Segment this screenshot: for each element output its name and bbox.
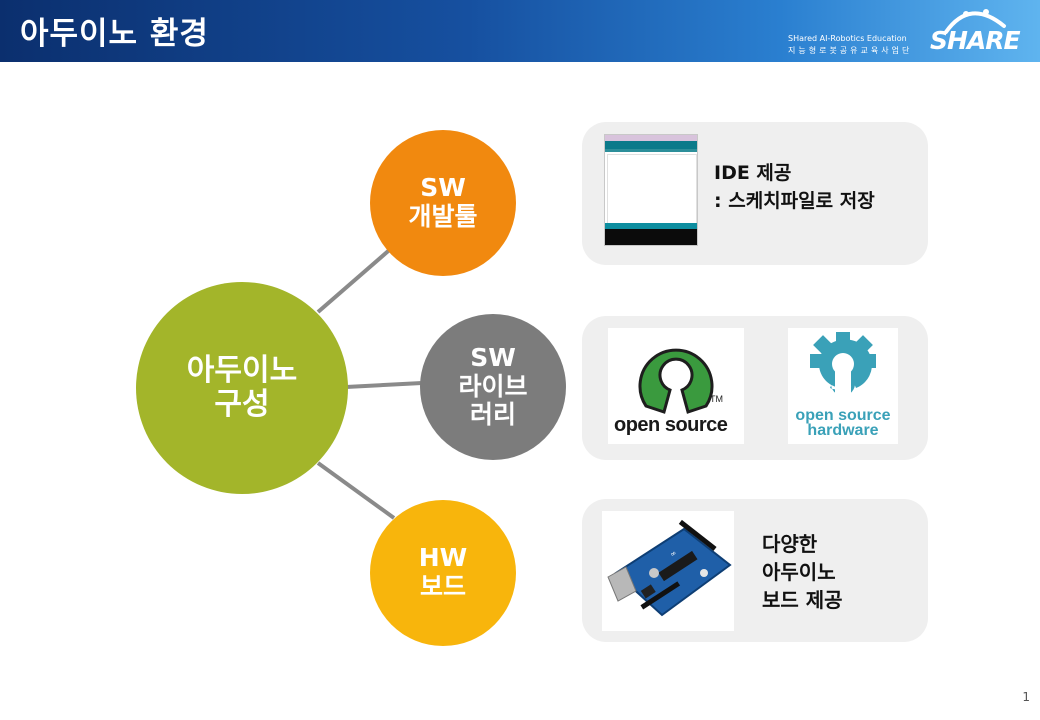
node-sw-lib-line2: 라이브 — [458, 371, 528, 401]
library-panel: TM open source open source hardware — [582, 316, 928, 460]
header-bar: 아두이노 환경 SHared AI-Robotics Education 지능형… — [0, 0, 1040, 62]
node-sw-lib-line3: 러리 — [469, 400, 516, 430]
node-hw-board: HW 보드 — [370, 500, 516, 646]
robot-arm-icon — [944, 9, 1006, 34]
connector-sw-dev — [316, 244, 396, 314]
center-node-arduino: 아두이노 구성 — [136, 282, 348, 494]
node-sw-library: SW 라이브 러리 — [420, 314, 566, 460]
board-panel: ∞ 다양한 아두이노 보드 제공 — [582, 499, 928, 642]
arduino-uno-board-image-icon: ∞ — [602, 511, 734, 631]
share-logo-text: SHARE — [930, 26, 1021, 55]
ide-description: IDE 제공 : 스케치파일로 저장 — [714, 160, 875, 215]
page-number: 1 — [1022, 690, 1030, 704]
board-line1: 다양한 — [762, 532, 818, 556]
ide-panel: IDE 제공 : 스케치파일로 저장 — [582, 122, 928, 265]
node-sw-dev-line2: 개발툴 — [408, 202, 478, 231]
node-sw-dev-tool: SW 개발툴 — [370, 130, 516, 276]
oshw-line2: hardware — [807, 422, 879, 440]
connector-sw-lib — [345, 381, 423, 389]
osi-trademark: TM — [710, 394, 723, 404]
open-source-initiative-logo-icon: TM open source — [608, 328, 744, 444]
board-line3: 보드 제공 — [762, 588, 843, 612]
node-hw-line1: HW — [418, 543, 468, 573]
open-source-hardware-gear-logo-icon: open source hardware — [788, 328, 898, 444]
osi-text: open source — [614, 414, 728, 436]
ide-line2: : 스케치파일로 저장 — [714, 189, 875, 212]
center-node-line2: 구성 — [214, 387, 270, 422]
ide-line1: IDE 제공 — [714, 162, 792, 184]
brand-english: SHared AI-Robotics Education — [788, 34, 907, 43]
oshw-line1: open source — [795, 407, 891, 424]
board-line2: 아두이노 — [762, 560, 836, 584]
arduino-ide-screenshot-icon — [604, 134, 698, 246]
share-brand: SHared AI-Robotics Education 지능형로봇공유교육사업… — [788, 4, 1028, 58]
node-hw-line2: 보드 — [419, 572, 466, 601]
node-sw-dev-line1: SW — [420, 173, 466, 203]
connector-hw — [316, 461, 396, 520]
page-title: 아두이노 환경 — [20, 16, 209, 52]
center-node-line1: 아두이노 — [186, 352, 298, 388]
svg-text:∞: ∞ — [669, 549, 678, 559]
board-description: 다양한 아두이노 보드 제공 — [762, 530, 843, 614]
brand-korean: 지능형로봇공유교육사업단 — [788, 46, 913, 55]
node-sw-lib-line1: SW — [470, 342, 516, 372]
oshw-text: open source hardware — [788, 407, 898, 440]
